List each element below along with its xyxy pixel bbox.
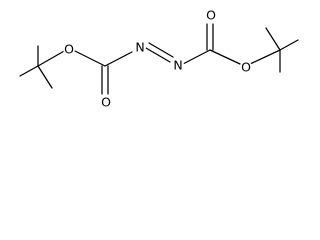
atom-o2: O xyxy=(100,95,112,110)
bond-nitrogen-to-right-carbonyl xyxy=(182,49,211,65)
atom-label-oxygen: O xyxy=(241,60,251,75)
atom-label-oxygen: O xyxy=(206,8,216,23)
bond-right-oxygen-to-tbu xyxy=(249,49,281,65)
bond-left-tbu-methyl-down xyxy=(37,65,53,89)
chemical-structure: O O N N O O xyxy=(19,8,299,110)
bond-azo-double-b xyxy=(148,42,174,58)
bond-azo-double-a xyxy=(145,47,171,63)
bond-right-tbu-methyl-right xyxy=(279,39,299,51)
bond-left-carbonyl-to-nitrogen xyxy=(104,51,133,67)
atom-o1: O xyxy=(63,42,75,57)
atom-label-oxygen: O xyxy=(64,42,74,57)
atom-label-oxygen: O xyxy=(101,95,111,110)
atom-n1: N xyxy=(134,40,146,55)
bond-left-oxygen-to-carbonyl xyxy=(72,49,106,67)
bond-right-tbu-methyl-up xyxy=(265,27,281,51)
bond-right-carbonyl-to-oxygen xyxy=(209,49,241,65)
atom-label-nitrogen: N xyxy=(135,40,144,55)
atom-label-nitrogen: N xyxy=(173,58,182,73)
bond-left-tbu-to-oxygen xyxy=(37,49,67,67)
bond-left-tbu-methyl-left xyxy=(19,65,39,77)
atom-o3: O xyxy=(205,8,217,23)
atom-n2: N xyxy=(172,58,184,73)
atom-o4: O xyxy=(240,60,252,75)
